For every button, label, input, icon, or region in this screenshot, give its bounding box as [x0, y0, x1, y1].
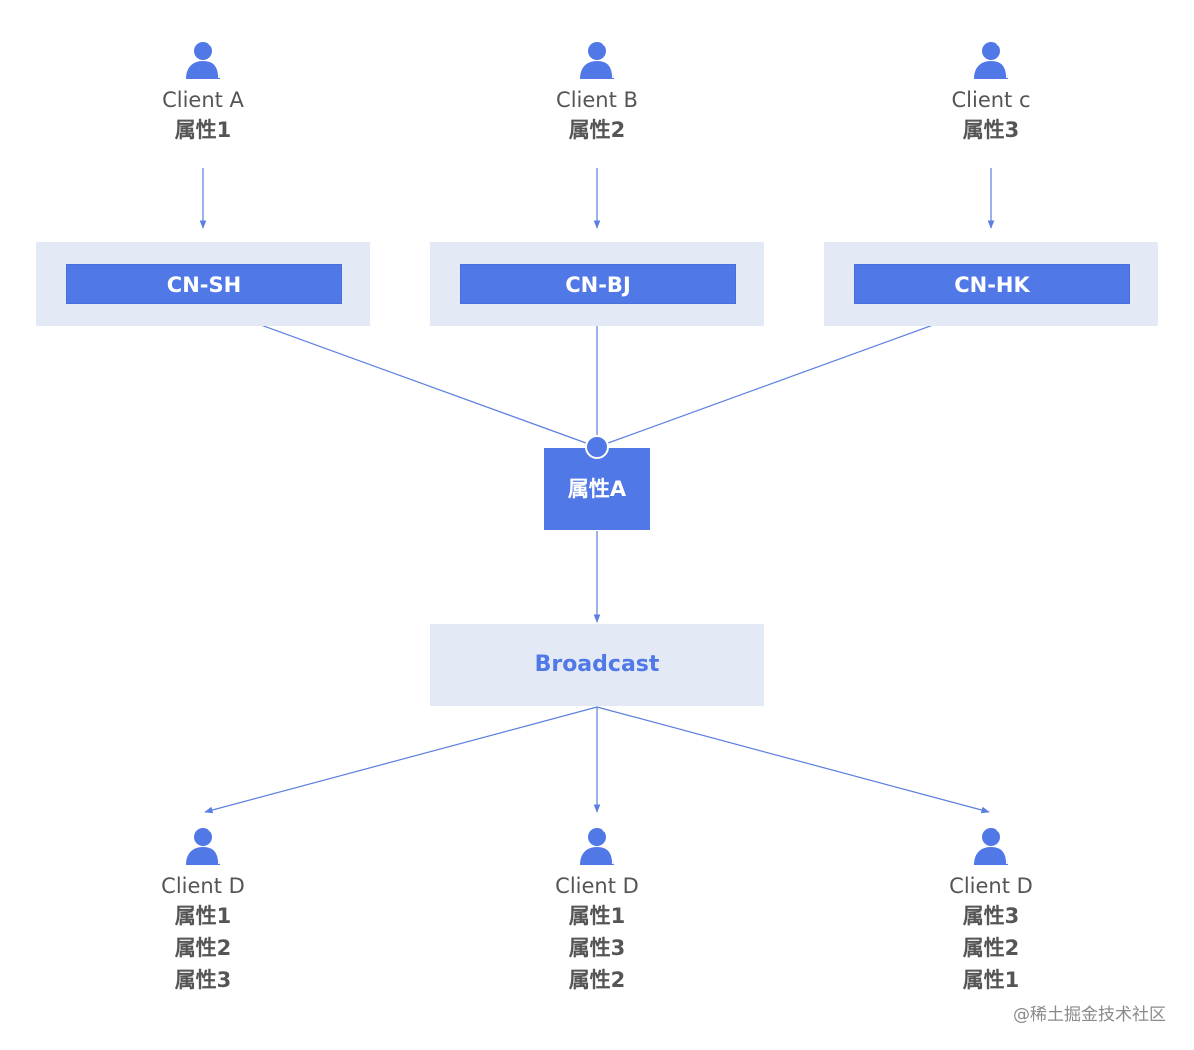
- client-name: Client D: [161, 874, 245, 898]
- region-label: CN-BJ: [460, 264, 736, 304]
- client-attribute: 属性1: [174, 904, 232, 928]
- region-cn-hk: CN-HK: [824, 242, 1158, 326]
- watermark: @稀土掘金技术社区: [1013, 1005, 1166, 1025]
- user-icon: [580, 42, 614, 79]
- client-b: Client B 属性2: [497, 40, 697, 146]
- region-label: CN-SH: [66, 264, 342, 304]
- client-attribute: 属性3: [962, 904, 1020, 928]
- client-attribute: 属性2: [962, 936, 1020, 960]
- user-icon: [974, 42, 1008, 79]
- client-attribute: 属性1: [174, 118, 232, 142]
- client-name: Client c: [951, 88, 1031, 112]
- client-attribute: 属性1: [568, 904, 626, 928]
- merge-node: 属性A: [544, 448, 650, 530]
- edge-cn-hk-to-merge: [596, 303, 992, 448]
- client-attribute: 属性3: [568, 936, 626, 960]
- client-d-2: Client D 属性1 属性3 属性2: [497, 826, 697, 996]
- client-attribute: 属性3: [174, 968, 232, 992]
- client-attribute: 属性3: [962, 118, 1020, 142]
- region-label: CN-HK: [854, 264, 1130, 304]
- client-a: Client A 属性1: [103, 40, 303, 146]
- broadcast-box: Broadcast: [430, 624, 764, 706]
- client-d-3: Client D 属性3 属性2 属性1: [891, 826, 1091, 996]
- region-cn-bj: CN-BJ: [430, 242, 764, 326]
- client-c: Client c 属性3: [891, 40, 1091, 146]
- client-name: Client D: [555, 874, 639, 898]
- user-icon: [580, 828, 614, 865]
- user-icon: [186, 828, 220, 865]
- edge-cn-sh-to-merge: [202, 303, 598, 448]
- client-name: Client D: [949, 874, 1033, 898]
- client-attribute: 属性2: [568, 118, 626, 142]
- client-attribute: 属性2: [174, 936, 232, 960]
- edge-broadcast-to-client-d-1: [204, 706, 598, 814]
- user-icon: [186, 42, 220, 79]
- merge-point: [585, 435, 609, 459]
- client-d-1: Client D 属性1 属性2 属性3: [103, 826, 303, 996]
- user-icon: [974, 828, 1008, 865]
- client-name: Client B: [556, 88, 638, 112]
- edge-broadcast-to-client-d-3: [596, 706, 990, 814]
- client-name: Client A: [162, 88, 244, 112]
- client-attribute: 属性2: [568, 968, 626, 992]
- region-cn-sh: CN-SH: [36, 242, 370, 326]
- client-attribute: 属性1: [962, 968, 1020, 992]
